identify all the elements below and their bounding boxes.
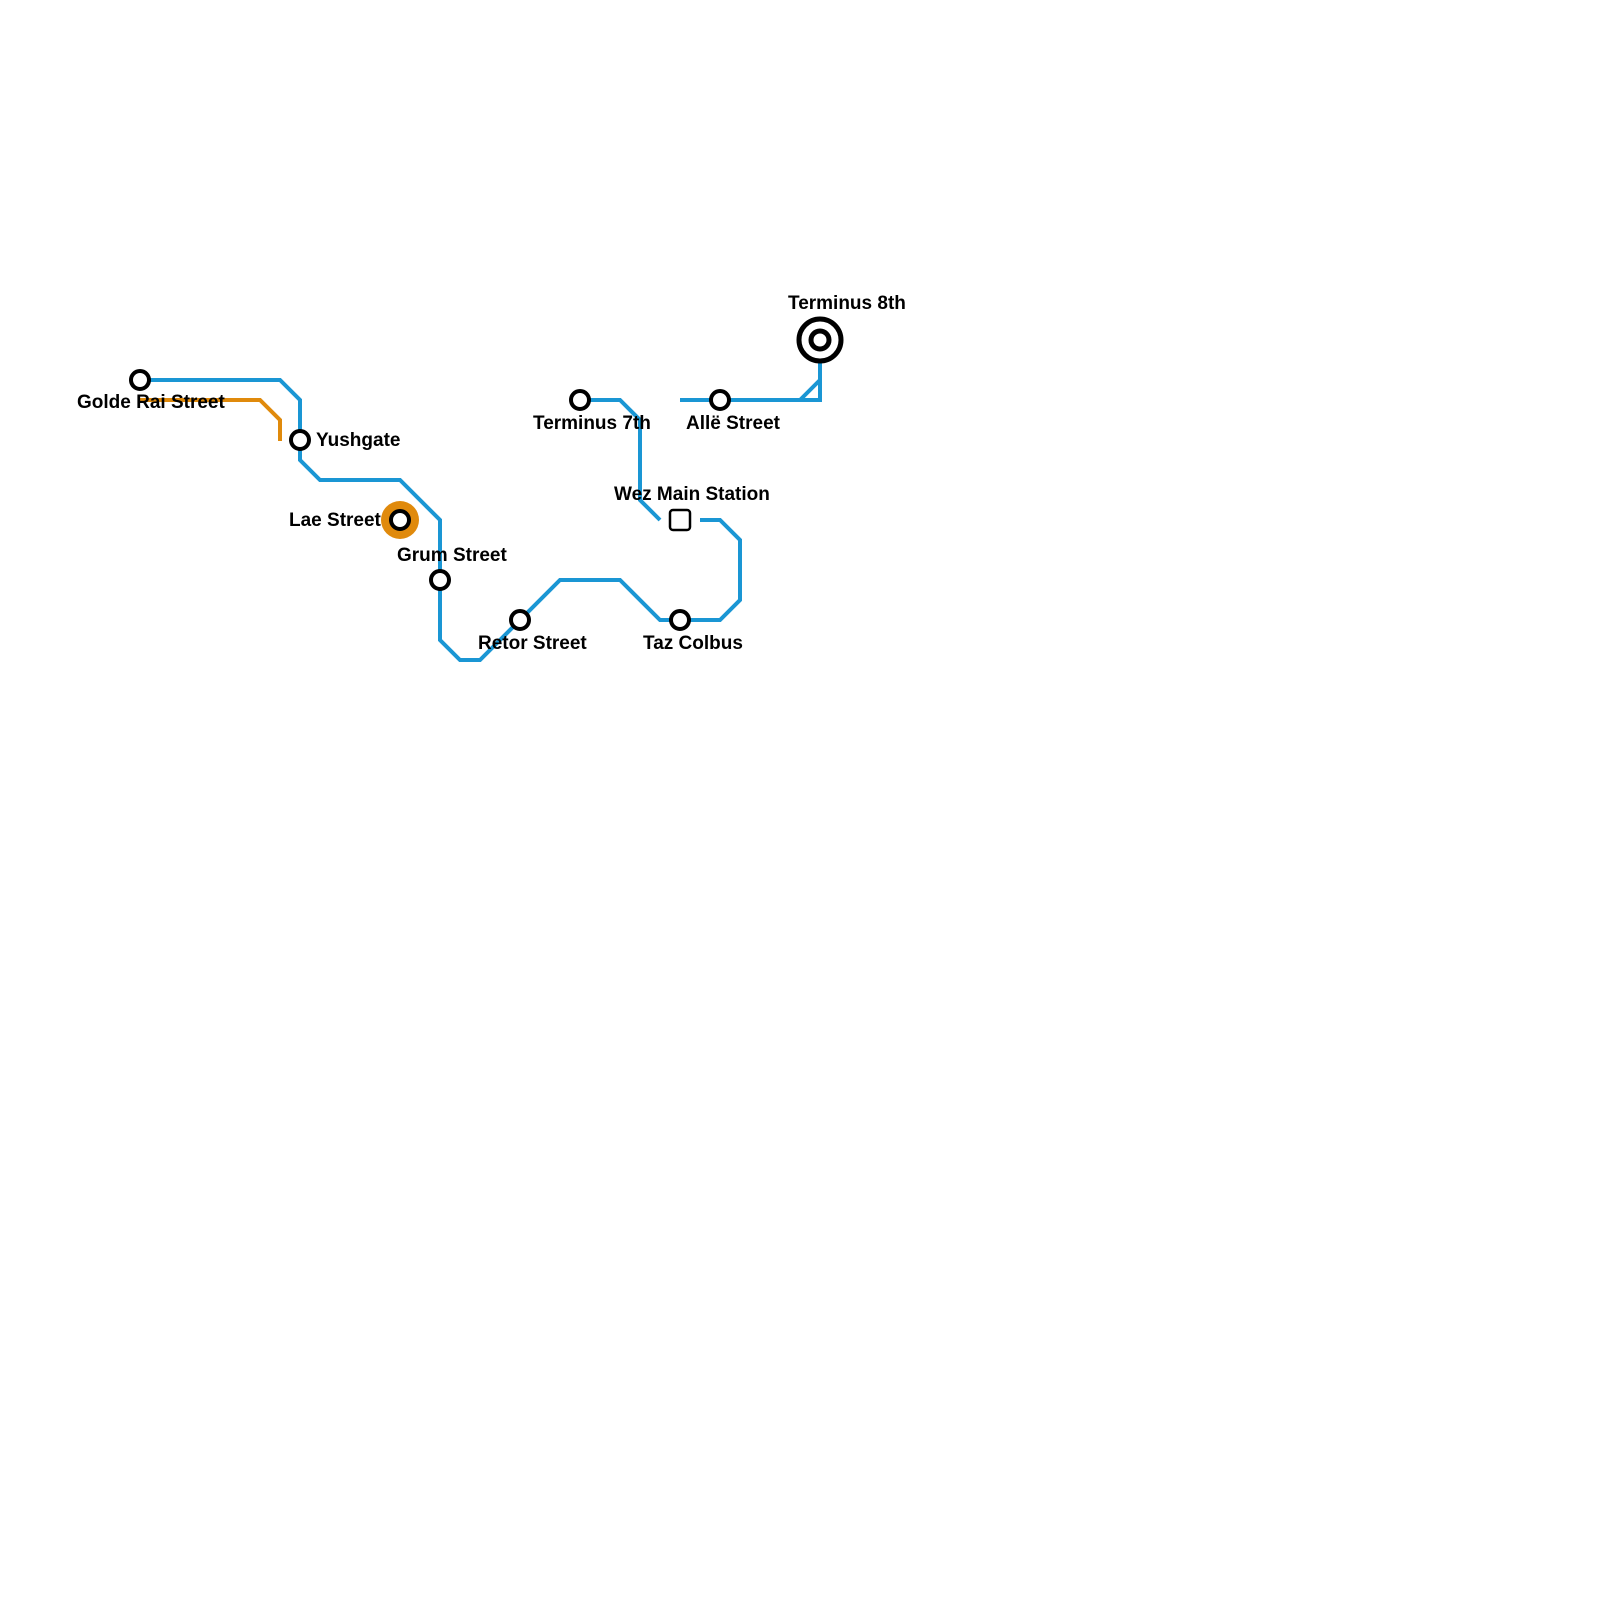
station-marker-icon [389,509,411,531]
station-label-wez-main-station: Wez Main Station [614,484,770,505]
station-label-lae-street: Lae Street [289,510,382,531]
station-alle-street[interactable]: Allë Street [686,389,781,434]
station-label-terminus-8th: Terminus 8th [788,293,906,314]
station-marker-icon [509,609,531,631]
station-terminus-7th[interactable]: Terminus 7th [533,389,651,434]
station-label-golde-rai-street: Golde Rai Street [77,392,225,413]
station-grum-street[interactable]: Grum Street [397,545,507,591]
station-taz-colbus[interactable]: Taz Colbus [643,609,743,654]
station-marker-icon [669,609,691,631]
station-yushgate[interactable]: Yushgate [289,429,400,451]
station-marker-icon [429,569,451,591]
station-marker-icon [129,369,151,391]
orange-line-segment [140,398,282,441]
station-marker-icon [709,389,731,411]
stations: Golde Rai Street Yushgate Lae Street Gru… [77,293,906,654]
station-label-taz-colbus: Taz Colbus [643,633,743,654]
terminus-inner-ring-icon [808,328,832,352]
station-terminus-8th[interactable]: Terminus 8th [788,293,906,364]
station-label-yushgate: Yushgate [316,430,400,451]
station-label-terminus-7th: Terminus 7th [533,413,651,434]
station-lae-street[interactable]: Lae Street [289,501,419,539]
station-golde-rai-street[interactable]: Golde Rai Street [77,369,225,413]
station-label-retor-street: Retor Street [478,633,587,654]
station-label-grum-street: Grum Street [397,545,507,566]
station-marker-icon [569,389,591,411]
station-marker-icon [289,429,311,451]
station-label-alle-street: Allë Street [686,413,781,434]
blue-line-segment-north [580,398,662,522]
station-wez-main-station[interactable]: Wez Main Station [614,484,770,532]
station-retor-street[interactable]: Retor Street [478,609,587,654]
main-station-square-icon [668,508,692,532]
